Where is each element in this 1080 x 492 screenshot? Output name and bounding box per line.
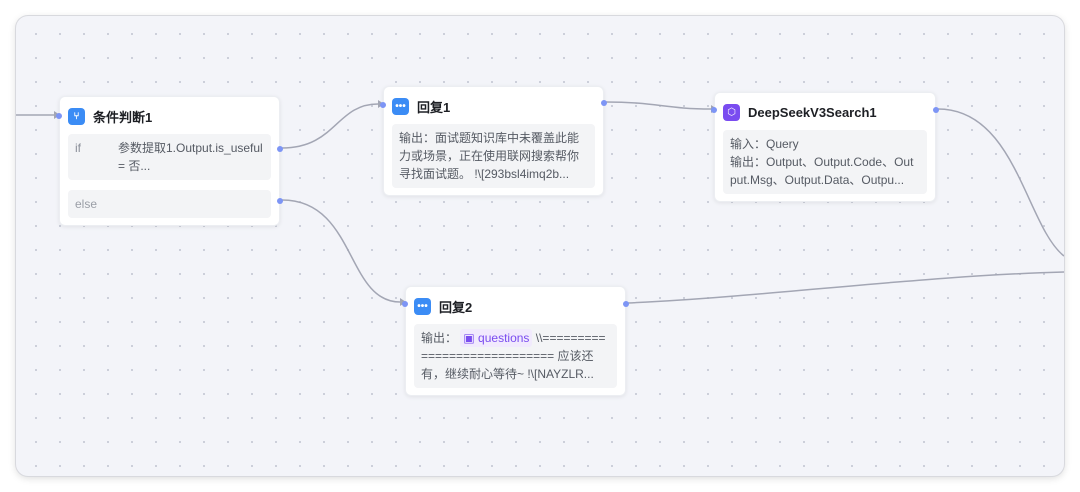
search-output-params: 输出：Output、Output.Code、Output.Msg、Output.… xyxy=(730,155,914,187)
edges xyxy=(16,100,1064,306)
node-title: 回复1 xyxy=(417,99,451,115)
reply1-node[interactable]: ••• 回复1 输出：面试题知识库中未覆盖此能力或场景，正在使用联网搜索帮你寻找面… xyxy=(380,86,607,196)
input-port[interactable] xyxy=(402,301,408,307)
reply2-node[interactable]: ••• 回复2 输出： ▣ questions \\===============… xyxy=(402,286,629,396)
edge-reply1-search xyxy=(605,101,712,110)
edge-search-out xyxy=(937,108,1064,257)
if-branch[interactable]: if 参数提取1.Output.is_useful = 否... xyxy=(68,134,271,180)
else-label: else xyxy=(75,197,98,211)
output-port[interactable] xyxy=(933,107,939,113)
variable-icon: ▣ xyxy=(463,331,475,345)
else-branch[interactable]: else xyxy=(68,190,271,218)
if-expression: 参数提取1.Output.is_useful = 否... xyxy=(118,141,263,173)
edge-if-reply1 xyxy=(281,103,379,149)
search-input-params: 输入：Query xyxy=(730,137,799,151)
output-port[interactable] xyxy=(601,100,607,106)
chat-icon: ••• xyxy=(392,97,409,115)
input-port[interactable] xyxy=(711,107,717,113)
node-title: 条件判断1 xyxy=(93,109,153,125)
reply-content: 输出：面试题知识库中未覆盖此能力或场景，正在使用联网搜索帮你寻找面试题。 !\[… xyxy=(392,124,595,188)
if-output-port[interactable] xyxy=(277,146,283,152)
reply-content: 输出： ▣ questions \\======================… xyxy=(414,324,617,388)
variable-tag[interactable]: ▣ questions xyxy=(460,329,533,347)
search-node[interactable]: ⬡ DeepSeekV3Search1 输入：Query 输出：Output、Ou… xyxy=(711,92,939,202)
input-port[interactable] xyxy=(380,102,386,108)
node-title: DeepSeekV3Search1 xyxy=(748,104,877,120)
edge-reply2-out xyxy=(627,271,1064,304)
workflow-canvas[interactable]: ⑂条件判断1 if 参数提取1.Output.is_useful = 否... … xyxy=(16,16,1064,476)
output-port[interactable] xyxy=(623,301,629,307)
reply-text: \\============================ 应该还有，继续耐心… xyxy=(421,331,606,381)
condition-node[interactable]: ⑂条件判断1 if 参数提取1.Output.is_useful = 否... … xyxy=(56,96,283,226)
chat-icon: ••• xyxy=(414,297,431,315)
search-io: 输入：Query 输出：Output、Output.Code、Output.Ms… xyxy=(723,130,927,194)
plugin-icon: ⬡ xyxy=(723,103,740,121)
node-title: 回复2 xyxy=(439,299,473,315)
input-port[interactable] xyxy=(56,113,62,119)
else-output-port[interactable] xyxy=(277,198,283,204)
branch-icon: ⑂ xyxy=(68,107,85,125)
if-label: if xyxy=(75,141,81,155)
variable-name: questions xyxy=(478,331,530,345)
edge-else-reply2 xyxy=(281,199,401,303)
output-prefix: 输出： xyxy=(421,331,458,345)
